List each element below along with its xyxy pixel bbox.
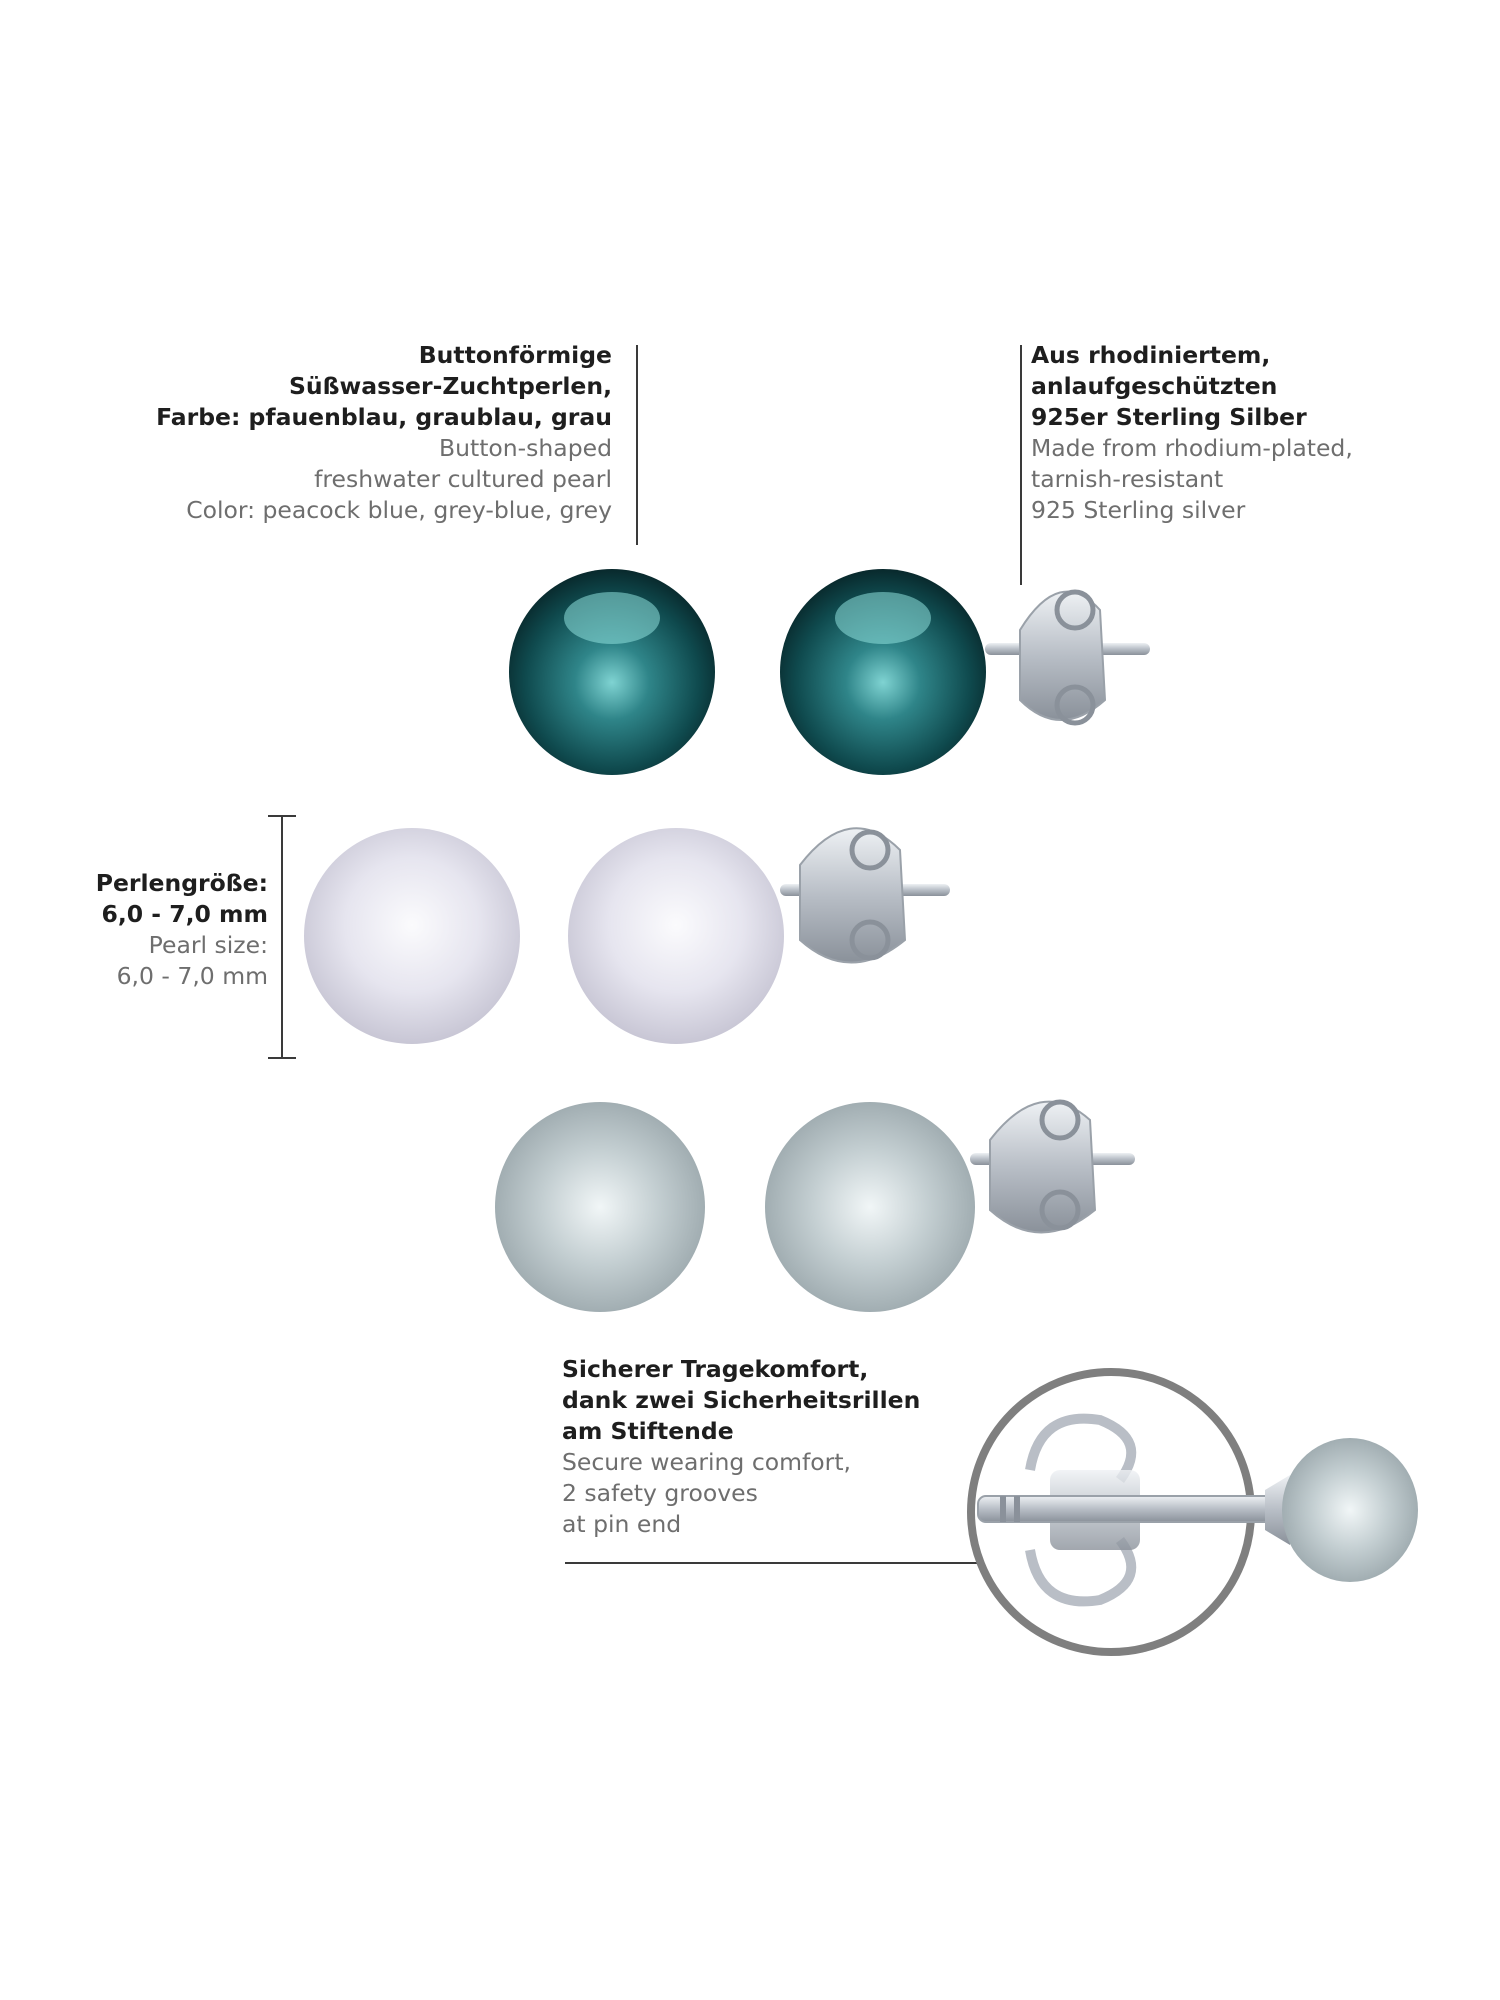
- pearl-size-de-line-1: Perlengröße:: [95, 869, 268, 897]
- silver-butterfly-back-2: [780, 827, 950, 964]
- comfort-en-line-2: 2 safety grooves: [562, 1479, 758, 1507]
- material-de-line-3: 925er Sterling Silber: [1031, 403, 1307, 431]
- magnified-grey-pearl: [1282, 1438, 1418, 1582]
- comfort-de-line-3: am Stiftende: [562, 1417, 734, 1445]
- peacock-blue-earring-pair: [509, 569, 1150, 775]
- pearl-size-annotation: Perlengröße: 6,0 - 7,0 mm Pearl size: 6,…: [60, 868, 268, 992]
- pearl-size-en-line-2: 6,0 - 7,0 mm: [116, 962, 268, 990]
- detail-magnifier: [967, 1368, 1418, 1656]
- pearl-size-dimension-cap-top: [268, 815, 296, 817]
- material-de-line-2: anlaufgeschützten: [1031, 372, 1278, 400]
- pearl-type-de-line-2: Süßwasser-Zuchtperlen,: [288, 372, 612, 400]
- material-leader-line: [1020, 345, 1022, 585]
- pearl-type-en-line-2: freshwater cultured pearl: [314, 465, 612, 493]
- pearl-type-leader-line: [636, 345, 638, 545]
- pearl-type-de-line-1: Buttonförmige: [418, 341, 612, 369]
- peacock-blue-pearl-right: [780, 569, 986, 775]
- grey-pearl-right: [765, 1102, 975, 1312]
- comfort-de-line-2: dank zwei Sicherheitsrillen: [562, 1386, 921, 1414]
- grey-pearl-left: [495, 1102, 705, 1312]
- grey-blue-pearl-left: [304, 828, 520, 1044]
- material-en-line-3: 925 Sterling silver: [1031, 496, 1246, 524]
- pearl-size-en-line-1: Pearl size:: [148, 931, 268, 959]
- comfort-leader-line: [565, 1562, 985, 1564]
- comfort-annotation: Sicherer Tragekomfort, dank zwei Sicherh…: [562, 1354, 920, 1540]
- pearl-size-de-line-2: 6,0 - 7,0 mm: [101, 900, 268, 928]
- pearl-size-dimension-cap-bottom: [268, 1057, 296, 1059]
- pearl-size-dimension-line: [281, 816, 283, 1058]
- pearl-type-en-line-1: Button-shaped: [438, 434, 612, 462]
- comfort-de-line-1: Sicherer Tragekomfort,: [562, 1355, 869, 1383]
- grey-blue-pearl-right: [568, 828, 784, 1044]
- peacock-blue-pearl-left: [509, 569, 715, 775]
- grey-earring-pair: [495, 1099, 1135, 1312]
- material-en-line-1: Made from rhodium-plated,: [1031, 434, 1353, 462]
- material-en-line-2: tarnish-resistant: [1031, 465, 1224, 493]
- material-de-line-1: Aus rhodiniertem,: [1031, 341, 1271, 369]
- material-annotation: Aus rhodiniertem, anlaufgeschützten 925e…: [1031, 340, 1353, 526]
- magnified-pin: [977, 1495, 1279, 1523]
- grey-blue-earring-pair: [304, 827, 950, 1044]
- silver-butterfly-back-3: [970, 1099, 1135, 1234]
- pearl-type-de-line-3: Farbe: pfauenblau, graublau, grau: [156, 403, 612, 431]
- silver-butterfly-back-1: [985, 589, 1150, 726]
- comfort-en-line-3: at pin end: [562, 1510, 682, 1538]
- pearl-type-annotation: Buttonförmige Süßwasser-Zuchtperlen, Far…: [100, 340, 612, 526]
- pearl-type-en-line-3: Color: peacock blue, grey-blue, grey: [186, 496, 612, 524]
- comfort-en-line-1: Secure wearing comfort,: [562, 1448, 851, 1476]
